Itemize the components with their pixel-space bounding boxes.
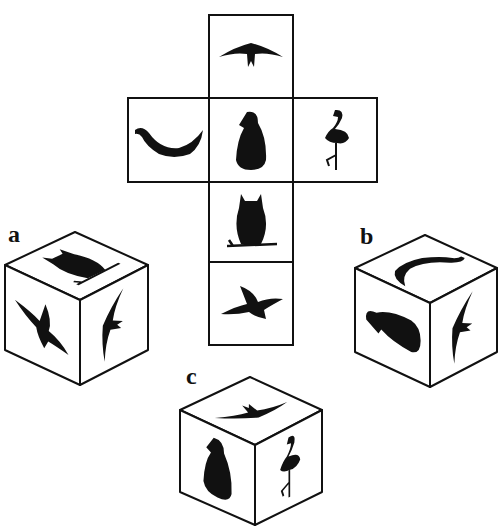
option-letter: c xyxy=(186,364,197,388)
option-letter: b xyxy=(360,224,373,248)
option-letter: a xyxy=(8,222,20,246)
